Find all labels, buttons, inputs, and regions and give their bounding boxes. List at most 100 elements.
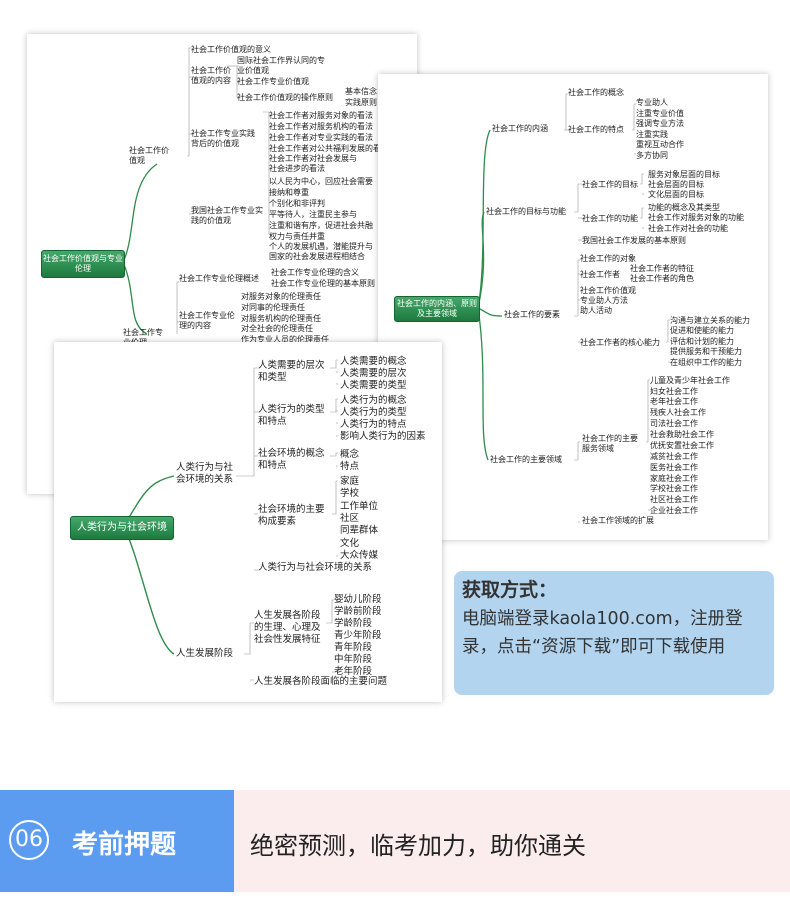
mindmap-node: 人类需要的概念 bbox=[340, 356, 407, 367]
mindmap-node: 企业社会工作 bbox=[650, 506, 698, 515]
mindmap-node: 人类需要的层次和类型 bbox=[258, 360, 325, 383]
mindmap-node: 助人活动 bbox=[580, 306, 612, 315]
mindmap-node: 注重专业价值 bbox=[636, 109, 684, 118]
mindmap-node: 文化 bbox=[340, 538, 360, 549]
mindmap-node: 沟通与建立关系的能力 bbox=[670, 316, 750, 325]
mindmap-node: 社区社会工作 bbox=[650, 495, 698, 504]
mindmap-node: 人类行为的概念 bbox=[340, 395, 407, 406]
mindmap-node: 工作单位 bbox=[340, 501, 379, 512]
mindmap-node: 社会工作价值观 bbox=[580, 286, 636, 295]
mindmap-node: 社会工作专业伦理的基本原则 bbox=[271, 279, 375, 288]
mindmap-node: 残疾人社会工作 bbox=[650, 408, 706, 417]
mindmap-node: 社会工作价值观的意义 bbox=[191, 45, 271, 54]
mindmap-root: 社会工作价值观与专业伦理 bbox=[41, 250, 125, 278]
mindmap-node: 专业助人方法 bbox=[580, 296, 628, 305]
mindmap-node: 社会工作专业伦理的含义 bbox=[271, 268, 359, 277]
mindmap-node: 社会工作价值观 bbox=[129, 146, 169, 165]
mindmap-node: 多方协同 bbox=[636, 151, 668, 160]
mindmap-node: 在组织中工作的能力 bbox=[670, 358, 742, 367]
mindmap-node: 学校 bbox=[340, 488, 360, 499]
mindmap-node: 青少年阶段 bbox=[334, 630, 382, 641]
mindmap-card-human-behavior: 人类行为与社会环境 人类行为与社会环境的关系 人类需要的层次和类型 人类需要的概… bbox=[54, 342, 442, 702]
section-slogan: 绝密预测，临考加力，助你通关 bbox=[250, 832, 586, 860]
banner-slogan-block: 绝密预测，临考加力，助你通关 bbox=[234, 790, 790, 892]
mindmap-node: 社会工作对服务对象的功能 bbox=[648, 213, 744, 222]
mindmap-node: 人类行为的类型 bbox=[340, 407, 407, 418]
mindmap-node: 妇女社会工作 bbox=[650, 387, 698, 396]
mindmap-node: 社会工作者的特征 bbox=[630, 264, 694, 273]
mindmap-node: 作为专业人员的伦理责任 bbox=[241, 335, 329, 344]
mindmap-node: 人类行为的类型和特点 bbox=[258, 404, 325, 427]
mindmap-node: 个别化和非评判 bbox=[269, 199, 325, 208]
mindmap-node: 国际社会工作界认同的专业价值观 bbox=[237, 56, 325, 75]
mindmap-node: 个人的发展机遇，潜能提升与国家的社会发展进程相结合 bbox=[269, 242, 373, 261]
mindmap-node: 重视互动合作 bbox=[636, 140, 684, 149]
mindmap-node: 社会救助社会工作 bbox=[650, 430, 714, 439]
mindmap-node: 人类需要的层次 bbox=[340, 368, 407, 379]
mindmap-node: 社会工作者对服务机构的看法 bbox=[269, 122, 373, 131]
mindmap-node: 社会工作的功能 bbox=[582, 214, 638, 223]
mindmap-node: 社会工作对社会的功能 bbox=[648, 224, 728, 233]
mindmap-node: 社会工作专业伦理的内容 bbox=[179, 311, 235, 330]
download-notice: 获取方式： 电脑端登录kaola100.com，注册登录，点击“资源下载”即可下… bbox=[454, 571, 774, 695]
mindmap-node: 社会工作的特点 bbox=[568, 125, 624, 134]
mindmap-node: 注重实践 bbox=[636, 130, 668, 139]
mindmap-node: 婴幼儿阶段 bbox=[334, 594, 382, 605]
mindmap-node: 社会工作者的核心能力 bbox=[580, 338, 660, 347]
mindmap-node: 功能的概念及其类型 bbox=[648, 203, 720, 212]
mindmap-node: 对服务对象的伦理责任 bbox=[241, 292, 321, 301]
mindmap-node: 专业助人 bbox=[636, 98, 668, 107]
section-title: 考前押题 bbox=[72, 830, 177, 860]
mindmap-node: 接纳和尊重 bbox=[269, 188, 309, 197]
mindmap-node: 社会工作的概念 bbox=[568, 88, 624, 97]
mindmap-node: 社会工作专业价值观 bbox=[237, 77, 309, 86]
mindmap-node: 对同事的伦理责任 bbox=[241, 303, 305, 312]
mindmap-node: 社会环境的主要构成要素 bbox=[258, 504, 325, 527]
mindmap-node: 社会工作的主要服务领域 bbox=[582, 434, 638, 453]
mindmap-node: 医务社会工作 bbox=[650, 463, 698, 472]
mindmap-node: 社会工作者 bbox=[580, 270, 620, 279]
mindmap-node: 人生发展各阶段面临的主要问题 bbox=[254, 676, 388, 687]
mindmap-node: 注重和谐有序，促进社会共融 bbox=[269, 221, 373, 230]
mindmap-node: 社会工作专业伦理概述 bbox=[179, 274, 259, 283]
mindmap-node: 大众传媒 bbox=[340, 550, 379, 561]
section-banner: 06 考前押题 绝密预测，临考加力，助你通关 bbox=[0, 790, 790, 892]
mindmap-node: 社会工作者的角色 bbox=[630, 274, 694, 283]
mindmap-node: 文化层面的目标 bbox=[648, 190, 704, 199]
mindmap-node: 老年阶段 bbox=[334, 666, 373, 677]
mindmap-node: 特点 bbox=[340, 461, 360, 472]
mindmap-node: 社会工作者对公共福利发展的看 bbox=[269, 144, 381, 153]
mindmap-node: 学校社会工作 bbox=[650, 484, 698, 493]
mindmap-node: 学龄前阶段 bbox=[334, 606, 382, 617]
mindmap-node: 青年阶段 bbox=[334, 642, 373, 653]
mindmap-root: 社会工作的内涵、原则及主要领域 bbox=[394, 296, 480, 322]
mindmap-node: 以人民为中心，回应社会需要 bbox=[269, 177, 373, 186]
mindmap-node: 社会工作的要素 bbox=[504, 310, 560, 319]
mindmap-node: 社会工作的主要领域 bbox=[490, 455, 562, 464]
mindmap-node: 人类行为与社会环境的关系 bbox=[176, 462, 234, 485]
mindmap-node: 减贫社会工作 bbox=[650, 452, 698, 461]
mindmap-node: 对服务机构的伦理责任 bbox=[241, 314, 321, 323]
mindmap-node: 社区 bbox=[340, 513, 360, 524]
mindmap-node: 社会工作领域的扩展 bbox=[582, 516, 654, 525]
section-number-badge: 06 bbox=[9, 820, 49, 860]
mindmap-node: 人生发展各阶段的生理、心理及社会性发展特征 bbox=[254, 610, 321, 645]
mindmap-node: 社会工作的目标 bbox=[582, 180, 638, 189]
mindmap-node: 老年社会工作 bbox=[650, 397, 698, 406]
mindmap-node: 平等待人，注重民主参与 bbox=[269, 210, 357, 219]
mindmap-node: 儿童及青少年社会工作 bbox=[650, 376, 730, 385]
mindmap-node: 促进和使能的能力 bbox=[670, 326, 734, 335]
mindmap-root: 人类行为与社会环境 bbox=[70, 516, 174, 540]
mindmap-node: 影响人类行为的因素 bbox=[340, 431, 426, 442]
mindmap-node: 基本信念 bbox=[345, 87, 377, 96]
mindmap-node: 司法社会工作 bbox=[650, 419, 698, 428]
mindmap-node: 人类需要的类型 bbox=[340, 380, 407, 391]
mindmap-card-social-work-connotation: 社会工作的内涵、原则及主要领域 社会工作的内涵 社会工作的概念 社会工作的特点 … bbox=[378, 74, 768, 540]
mindmap-node: 社会环境的概念和特点 bbox=[258, 448, 325, 471]
mindmap-node: 社会工作的对象 bbox=[580, 254, 636, 263]
mindmap-node: 社会工作价值观的操作原则 bbox=[237, 93, 333, 102]
mindmap-node: 概念 bbox=[340, 449, 360, 460]
mindmap-node: 同辈群体 bbox=[340, 525, 379, 536]
mindmap-node: 家庭 bbox=[340, 476, 360, 487]
banner-title-block: 06 考前押题 bbox=[0, 790, 234, 892]
